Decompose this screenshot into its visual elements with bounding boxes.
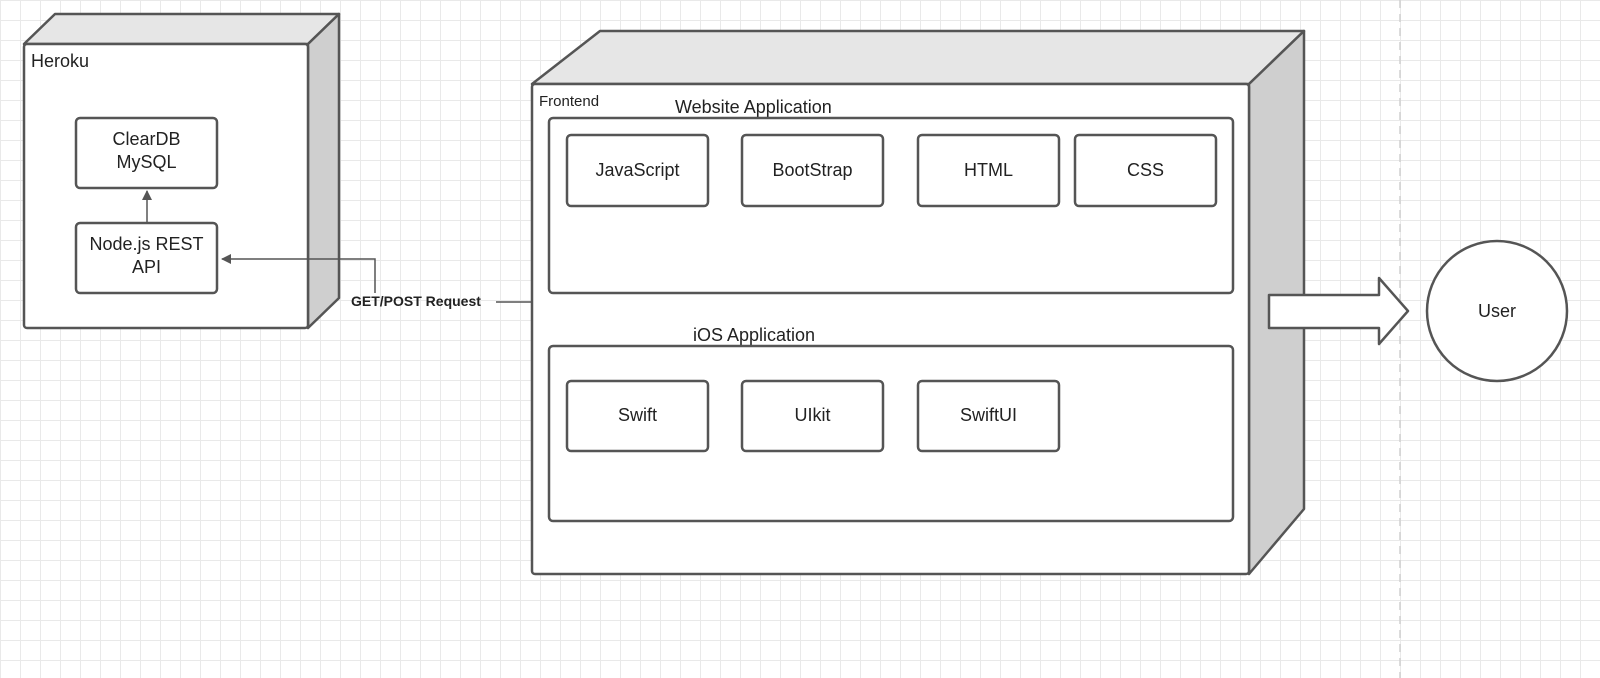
html-box[interactable]: HTML: [916, 133, 1061, 208]
frontend-node[interactable]: Frontend Website Application JavaScript …: [530, 29, 1306, 576]
css-box[interactable]: CSS: [1073, 133, 1218, 208]
ios-application-container[interactable]: iOS Application Swift UIkit SwiftUI: [547, 325, 1235, 523]
cleardb-mysql-label-line1: ClearDB: [112, 129, 180, 149]
cleardb-mysql-label-line2: MySQL: [116, 152, 176, 172]
heroku-node-label: Heroku: [31, 51, 89, 71]
frontend-node-label: Frontend: [539, 93, 599, 110]
ios-application-title: iOS Application: [693, 325, 815, 345]
css-label: CSS: [1127, 160, 1164, 180]
frontend-node-top-face: [530, 29, 1306, 86]
cleardb-mysql-box[interactable]: ClearDB MySQL: [74, 116, 219, 190]
swiftui-box[interactable]: SwiftUI: [916, 379, 1061, 453]
heroku-node-side-face: [306, 12, 341, 330]
swift-label: Swift: [618, 405, 657, 425]
user-label: User: [1478, 301, 1516, 321]
swiftui-label: SwiftUI: [960, 405, 1017, 425]
website-application-title: Website Application: [675, 97, 832, 117]
request-connector-arrow[interactable]: [221, 254, 376, 293]
bootstrap-box[interactable]: BootStrap: [740, 133, 885, 208]
javascript-label: JavaScript: [595, 160, 679, 180]
heroku-node-top-face: [22, 12, 341, 46]
nodejs-rest-api-label-line1: Node.js REST: [89, 234, 203, 254]
frontend-to-user-block-arrow[interactable]: [1267, 276, 1410, 346]
heroku-node[interactable]: Heroku ClearDB MySQL Node.js REST API: [22, 12, 341, 330]
html-label: HTML: [964, 160, 1013, 180]
nodejs-rest-api-box[interactable]: Node.js REST API: [74, 221, 219, 295]
nodejs-rest-api-label-line2: API: [132, 257, 161, 277]
bootstrap-label: BootStrap: [772, 160, 852, 180]
website-application-container[interactable]: Website Application JavaScript BootStrap…: [547, 97, 1235, 295]
user-node[interactable]: User: [1425, 239, 1569, 383]
uikit-label: UIkit: [795, 405, 831, 425]
request-connector-label: GET/POST Request: [351, 293, 481, 309]
javascript-box[interactable]: JavaScript: [565, 133, 710, 208]
swift-box[interactable]: Swift: [565, 379, 710, 453]
uikit-box[interactable]: UIkit: [740, 379, 885, 453]
